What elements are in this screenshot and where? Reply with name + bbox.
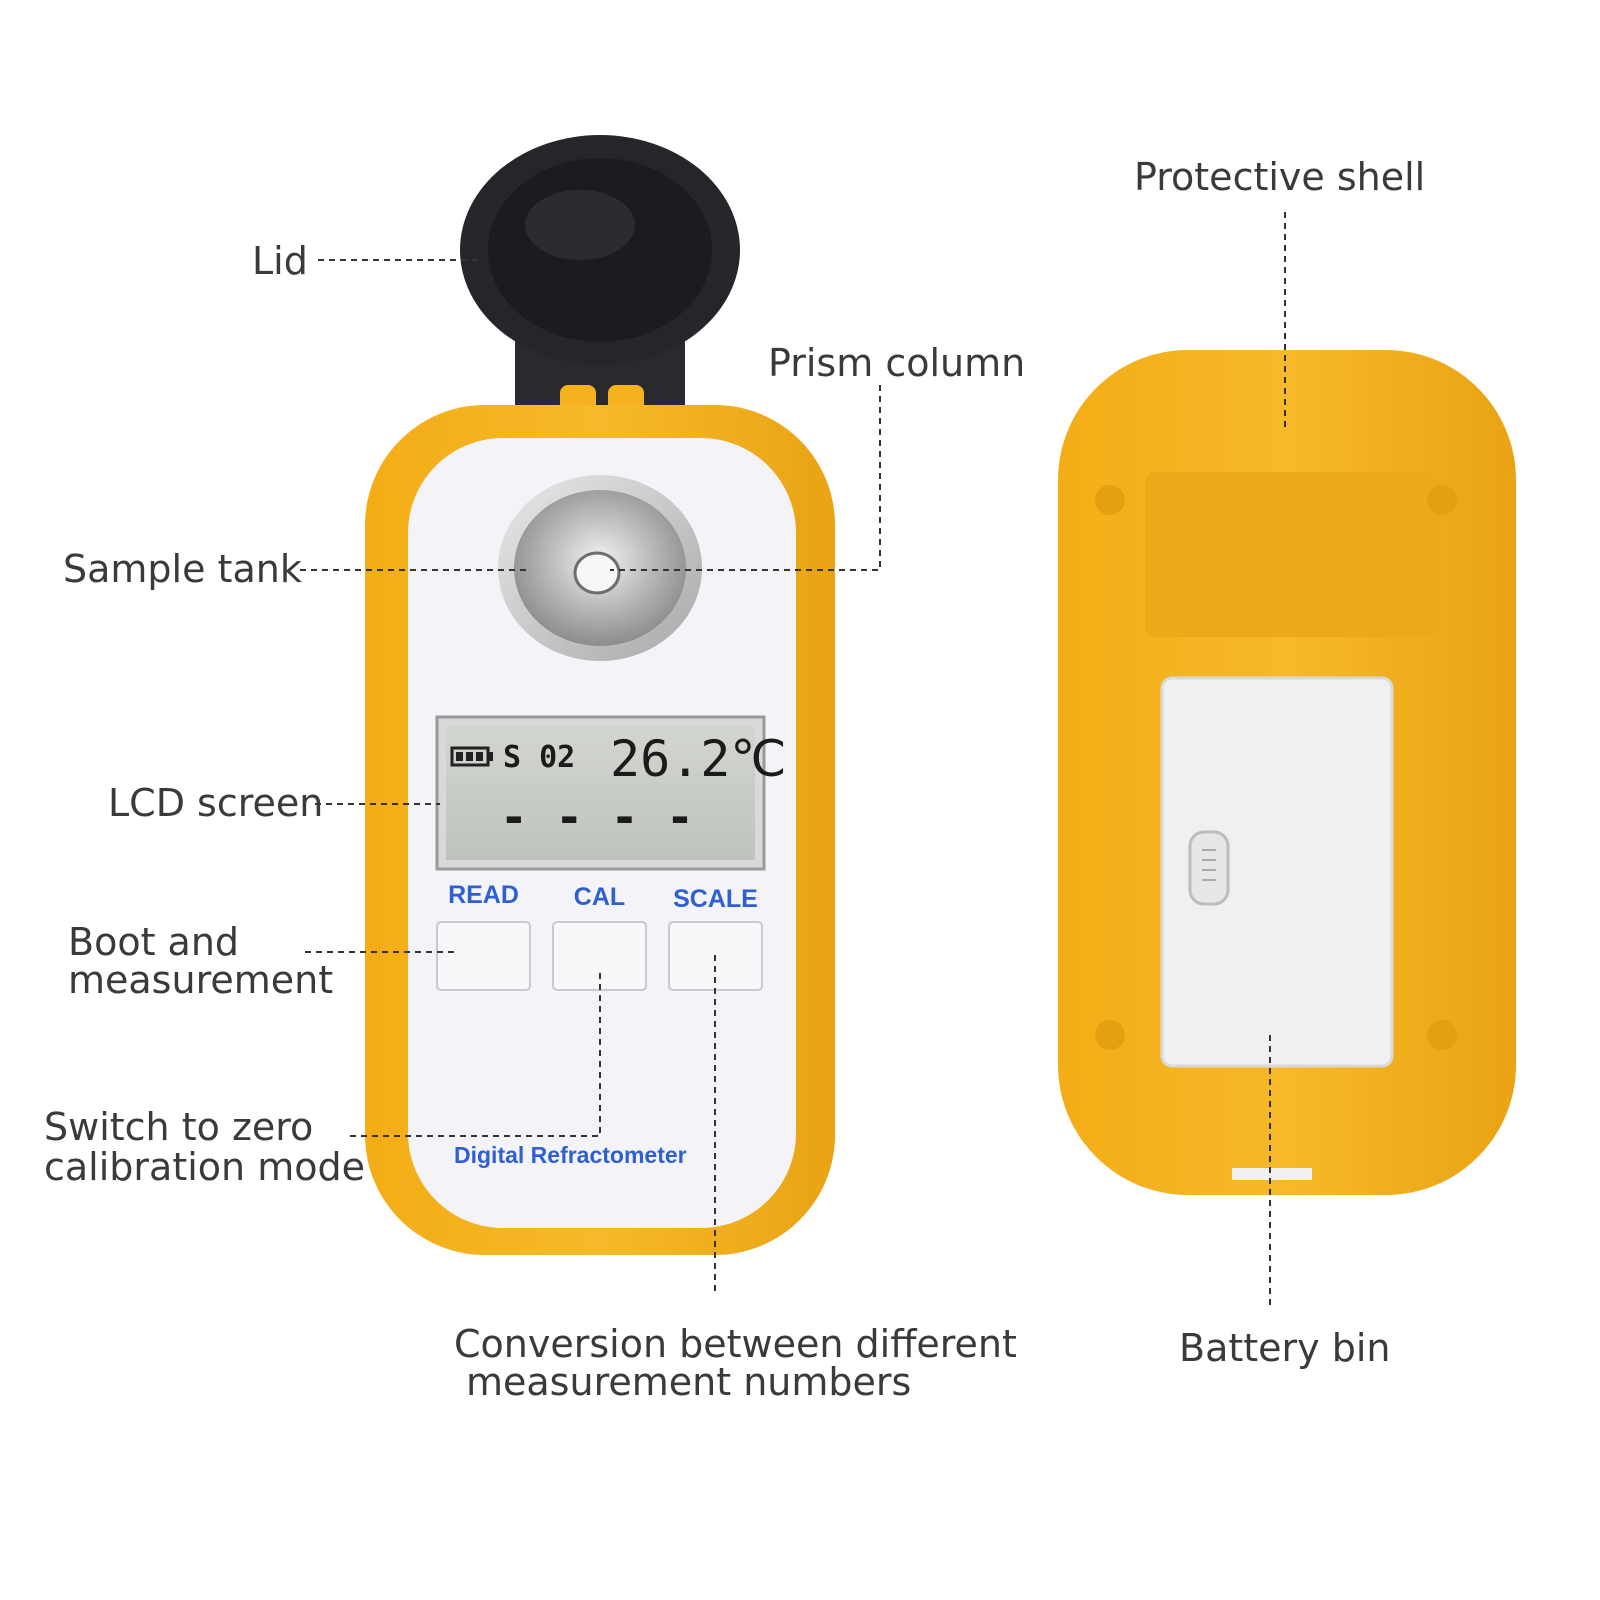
label-battery-bin: Battery bin (1179, 1326, 1391, 1370)
back-slot (1232, 1168, 1312, 1180)
cal-button-label: CAL (573, 883, 626, 911)
lcd-temperature: 26.2℃ (610, 730, 787, 788)
label-lcd-screen: LCD screen (108, 781, 324, 825)
device-brand: Digital Refractometer (454, 1142, 687, 1168)
scale-button-label: SCALE (673, 885, 758, 913)
label-boot-line2: measurement (68, 958, 334, 1002)
label-boot-line1: Boot and (68, 920, 240, 964)
label-zero-line2: calibration mode (44, 1145, 365, 1189)
scale-button[interactable] (669, 922, 762, 990)
battery-bin (1160, 676, 1394, 1068)
lcd-screen (435, 715, 766, 871)
lid (460, 135, 740, 425)
label-conversion-line1: Conversion between different (454, 1322, 1017, 1366)
label-lid: Lid (252, 239, 308, 283)
read-button-shape (436, 921, 531, 991)
lcd-reading: - - - - (500, 790, 694, 844)
label-sample-tank: Sample tank (63, 547, 302, 591)
label-protective-shell: Protective shell (1134, 155, 1426, 199)
lcd-scale-indicator: S 02 (503, 740, 576, 775)
sample-tank (498, 475, 702, 661)
leader-lines (300, 212, 1286, 1310)
cal-button[interactable] (553, 922, 646, 990)
read-button[interactable] (437, 922, 530, 990)
read-button-label: READ (448, 881, 519, 909)
label-zero-line1: Switch to zero (44, 1105, 314, 1149)
label-conversion-line2: measurement numbers (466, 1360, 912, 1404)
leader-prism (610, 385, 881, 571)
label-prism-column: Prism column (768, 341, 1026, 385)
